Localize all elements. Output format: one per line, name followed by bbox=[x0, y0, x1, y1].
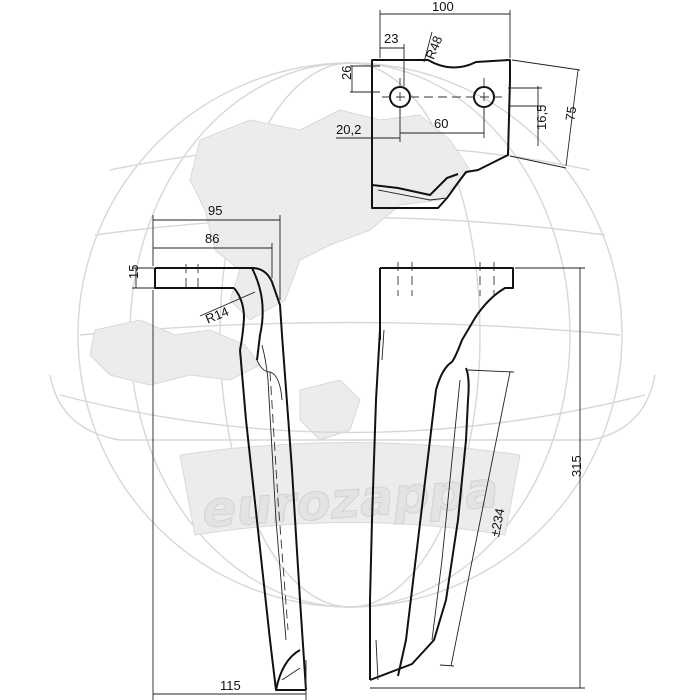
dim-side-base: 115 bbox=[220, 678, 241, 693]
side-view: 95 86 15 R14 115 bbox=[126, 203, 307, 700]
dim-top-height: 75 bbox=[562, 105, 579, 121]
top-view-outline bbox=[371, 59, 511, 209]
dim-top-radius: R48 bbox=[423, 34, 446, 62]
dim-top-width: 100 bbox=[432, 0, 454, 14]
dim-side-flange: 15 bbox=[126, 265, 141, 279]
front-view-flange bbox=[380, 267, 514, 363]
top-view-tip bbox=[371, 173, 459, 196]
dim-top-hole-vertical: 16,5 bbox=[534, 105, 549, 130]
front-view-blade bbox=[369, 329, 470, 681]
front-view: ±234 315 bbox=[369, 262, 585, 689]
dim-top-hole-offset: 23 bbox=[384, 31, 398, 46]
eurozappa-watermark: eurozappa bbox=[49, 62, 656, 608]
dim-front-blade-length: ±234 bbox=[487, 507, 507, 538]
dim-top-hole-height: 26 bbox=[339, 66, 354, 80]
dim-top-hole-spacing: 60 bbox=[434, 116, 448, 131]
dim-side-radius: R14 bbox=[203, 304, 231, 327]
top-view: 100 23 R48 26 20,2 60 16,5 75 bbox=[336, 0, 581, 209]
dim-top-hole-edge: 20,2 bbox=[336, 122, 361, 137]
dim-side-width-86: 86 bbox=[205, 231, 219, 246]
dim-front-total-height: 315 bbox=[569, 455, 584, 477]
dim-side-width-95: 95 bbox=[208, 203, 222, 218]
side-view-blade bbox=[233, 267, 307, 691]
